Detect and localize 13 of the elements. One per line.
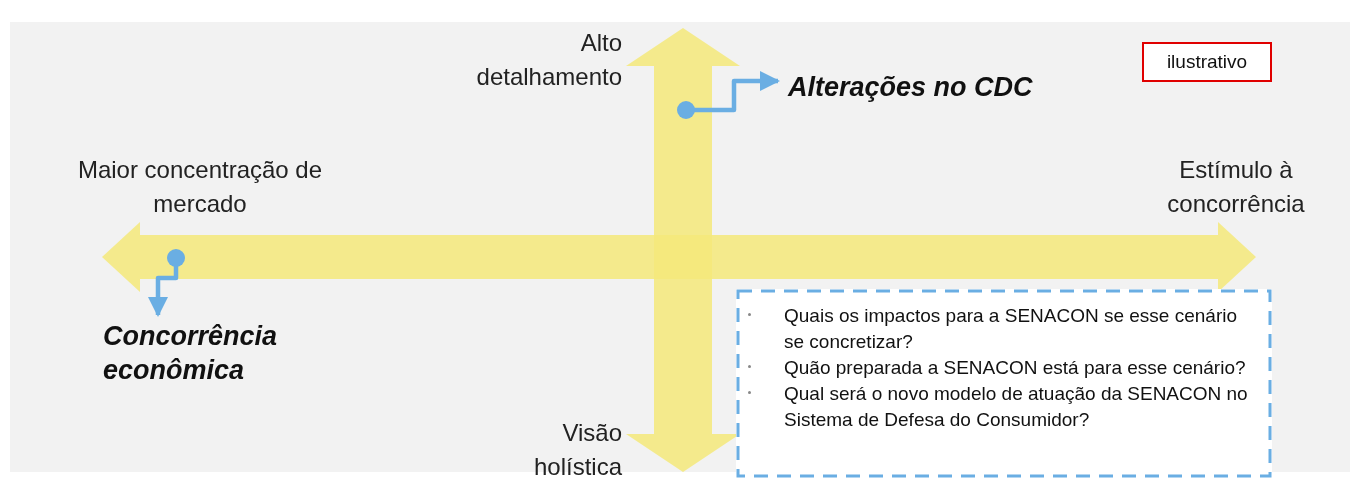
bullet-item: Quão preparada a SENACON está para esse cenário? (740, 355, 1264, 381)
bullet-item: Qual será o novo modelo de atuação da SENACON no Sistema de Defesa do Consumidor? (740, 381, 1264, 433)
bullet-item: Quais os impactos para a SENACON se esse cenário se concretizar? (740, 303, 1264, 355)
axis-label: Visão holística (532, 418, 622, 482)
axis-label: Maior concentração de mercado (76, 155, 324, 219)
pointer-arrow (677, 70, 781, 119)
callout-text: Concorrência econômica (103, 319, 323, 387)
callout-text: Alterações no CDC (788, 70, 1088, 104)
axis-label: Alto detalhamento (475, 28, 622, 92)
axis-label: Estímulo à concorrência (1166, 155, 1306, 219)
question-box (736, 289, 1272, 478)
stamp-label: ilustrativo (1142, 42, 1272, 82)
pointer-arrow (147, 249, 185, 317)
